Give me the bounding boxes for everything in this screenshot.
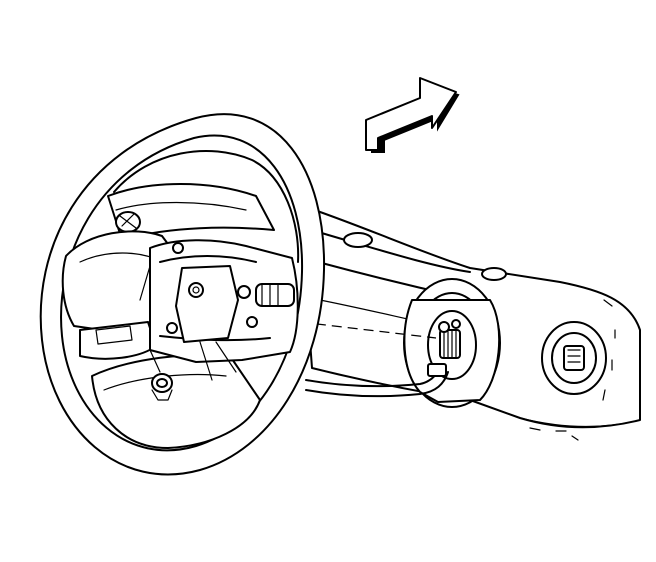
steering-shaft-nut xyxy=(151,373,173,401)
ignition-lock-cylinder xyxy=(541,321,607,395)
alignment-line xyxy=(299,321,437,339)
wheel-hub-assembly xyxy=(139,239,299,381)
column-shaft-splines xyxy=(403,278,501,408)
direction-arrow-icon xyxy=(365,77,460,153)
